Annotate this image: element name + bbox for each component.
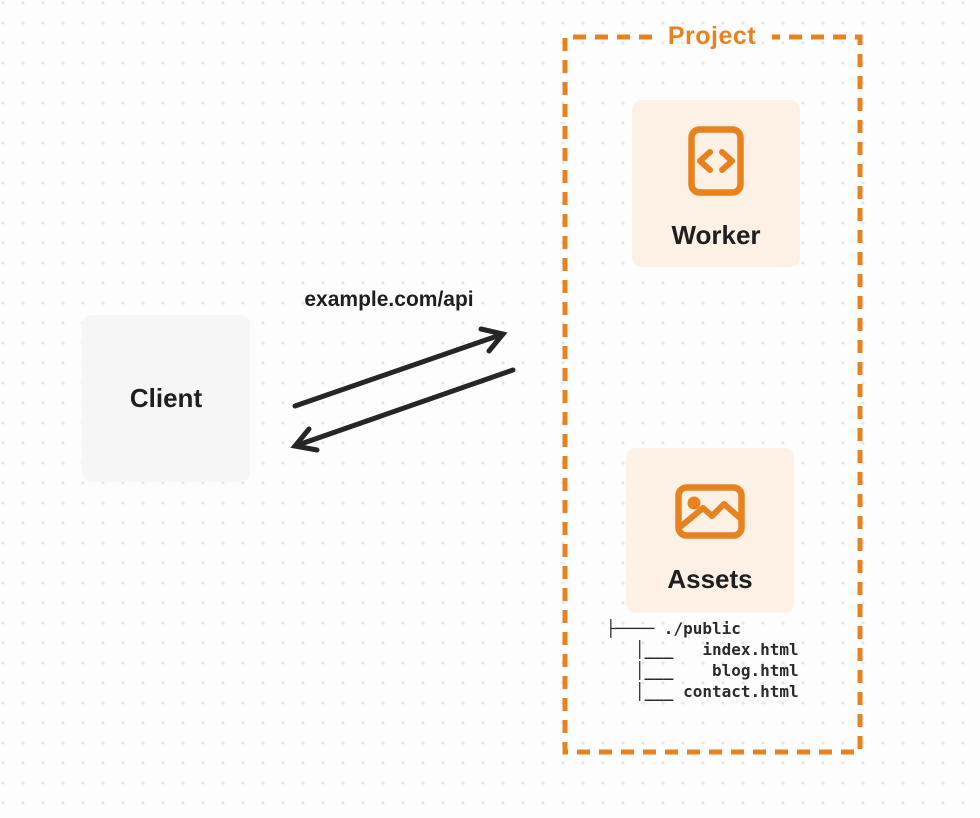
client-node: Client	[82, 315, 250, 482]
image-icon	[675, 484, 745, 539]
worker-label: Worker	[671, 220, 761, 250]
project-dashed-border	[562, 34, 863, 755]
client-label: Client	[129, 383, 203, 413]
response-arrow	[290, 367, 516, 453]
request-url-label: example.com/api	[304, 288, 474, 311]
worker-node: Worker	[632, 100, 800, 267]
project-group-label: Project	[667, 22, 757, 50]
assets-label: Assets	[667, 564, 753, 594]
request-arrow	[292, 326, 508, 409]
code-file-icon	[688, 126, 744, 196]
assets-file-tree: ├──── ./public │___ index.html │___ blog…	[606, 619, 799, 701]
assets-node: Assets	[626, 448, 794, 613]
